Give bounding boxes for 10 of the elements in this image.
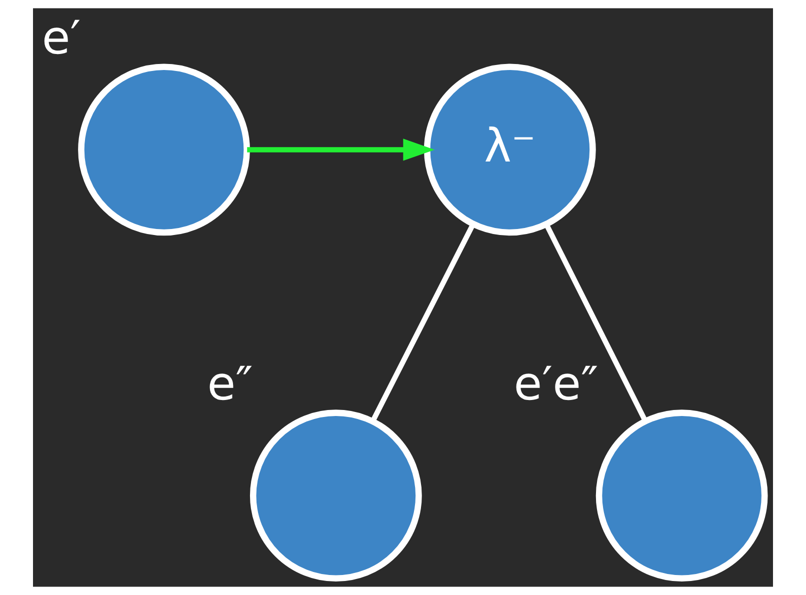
arrow (247, 138, 435, 161)
node-label: e″ (207, 356, 253, 410)
connector (370, 223, 476, 422)
node-circle: λ⁻ (424, 64, 596, 236)
node-label: e′ (42, 10, 81, 64)
connector (544, 223, 648, 422)
node-circle (250, 410, 422, 582)
node-circle (78, 64, 250, 236)
node-label: e′e″ (514, 356, 598, 410)
node-circle (596, 410, 768, 582)
